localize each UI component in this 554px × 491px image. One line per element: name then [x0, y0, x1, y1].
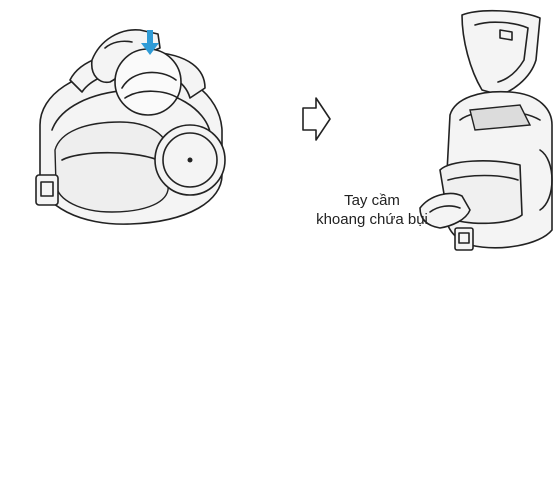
label-line-1: Tay cầm [297, 191, 447, 210]
flow-arrow-right-icon [303, 98, 330, 140]
dust-bin-handle-label: Tay cầm khoang chứa bụi [297, 191, 447, 229]
label-line-2: khoang chứa bụi [297, 210, 447, 229]
step-1-vacuum-press [36, 30, 225, 224]
